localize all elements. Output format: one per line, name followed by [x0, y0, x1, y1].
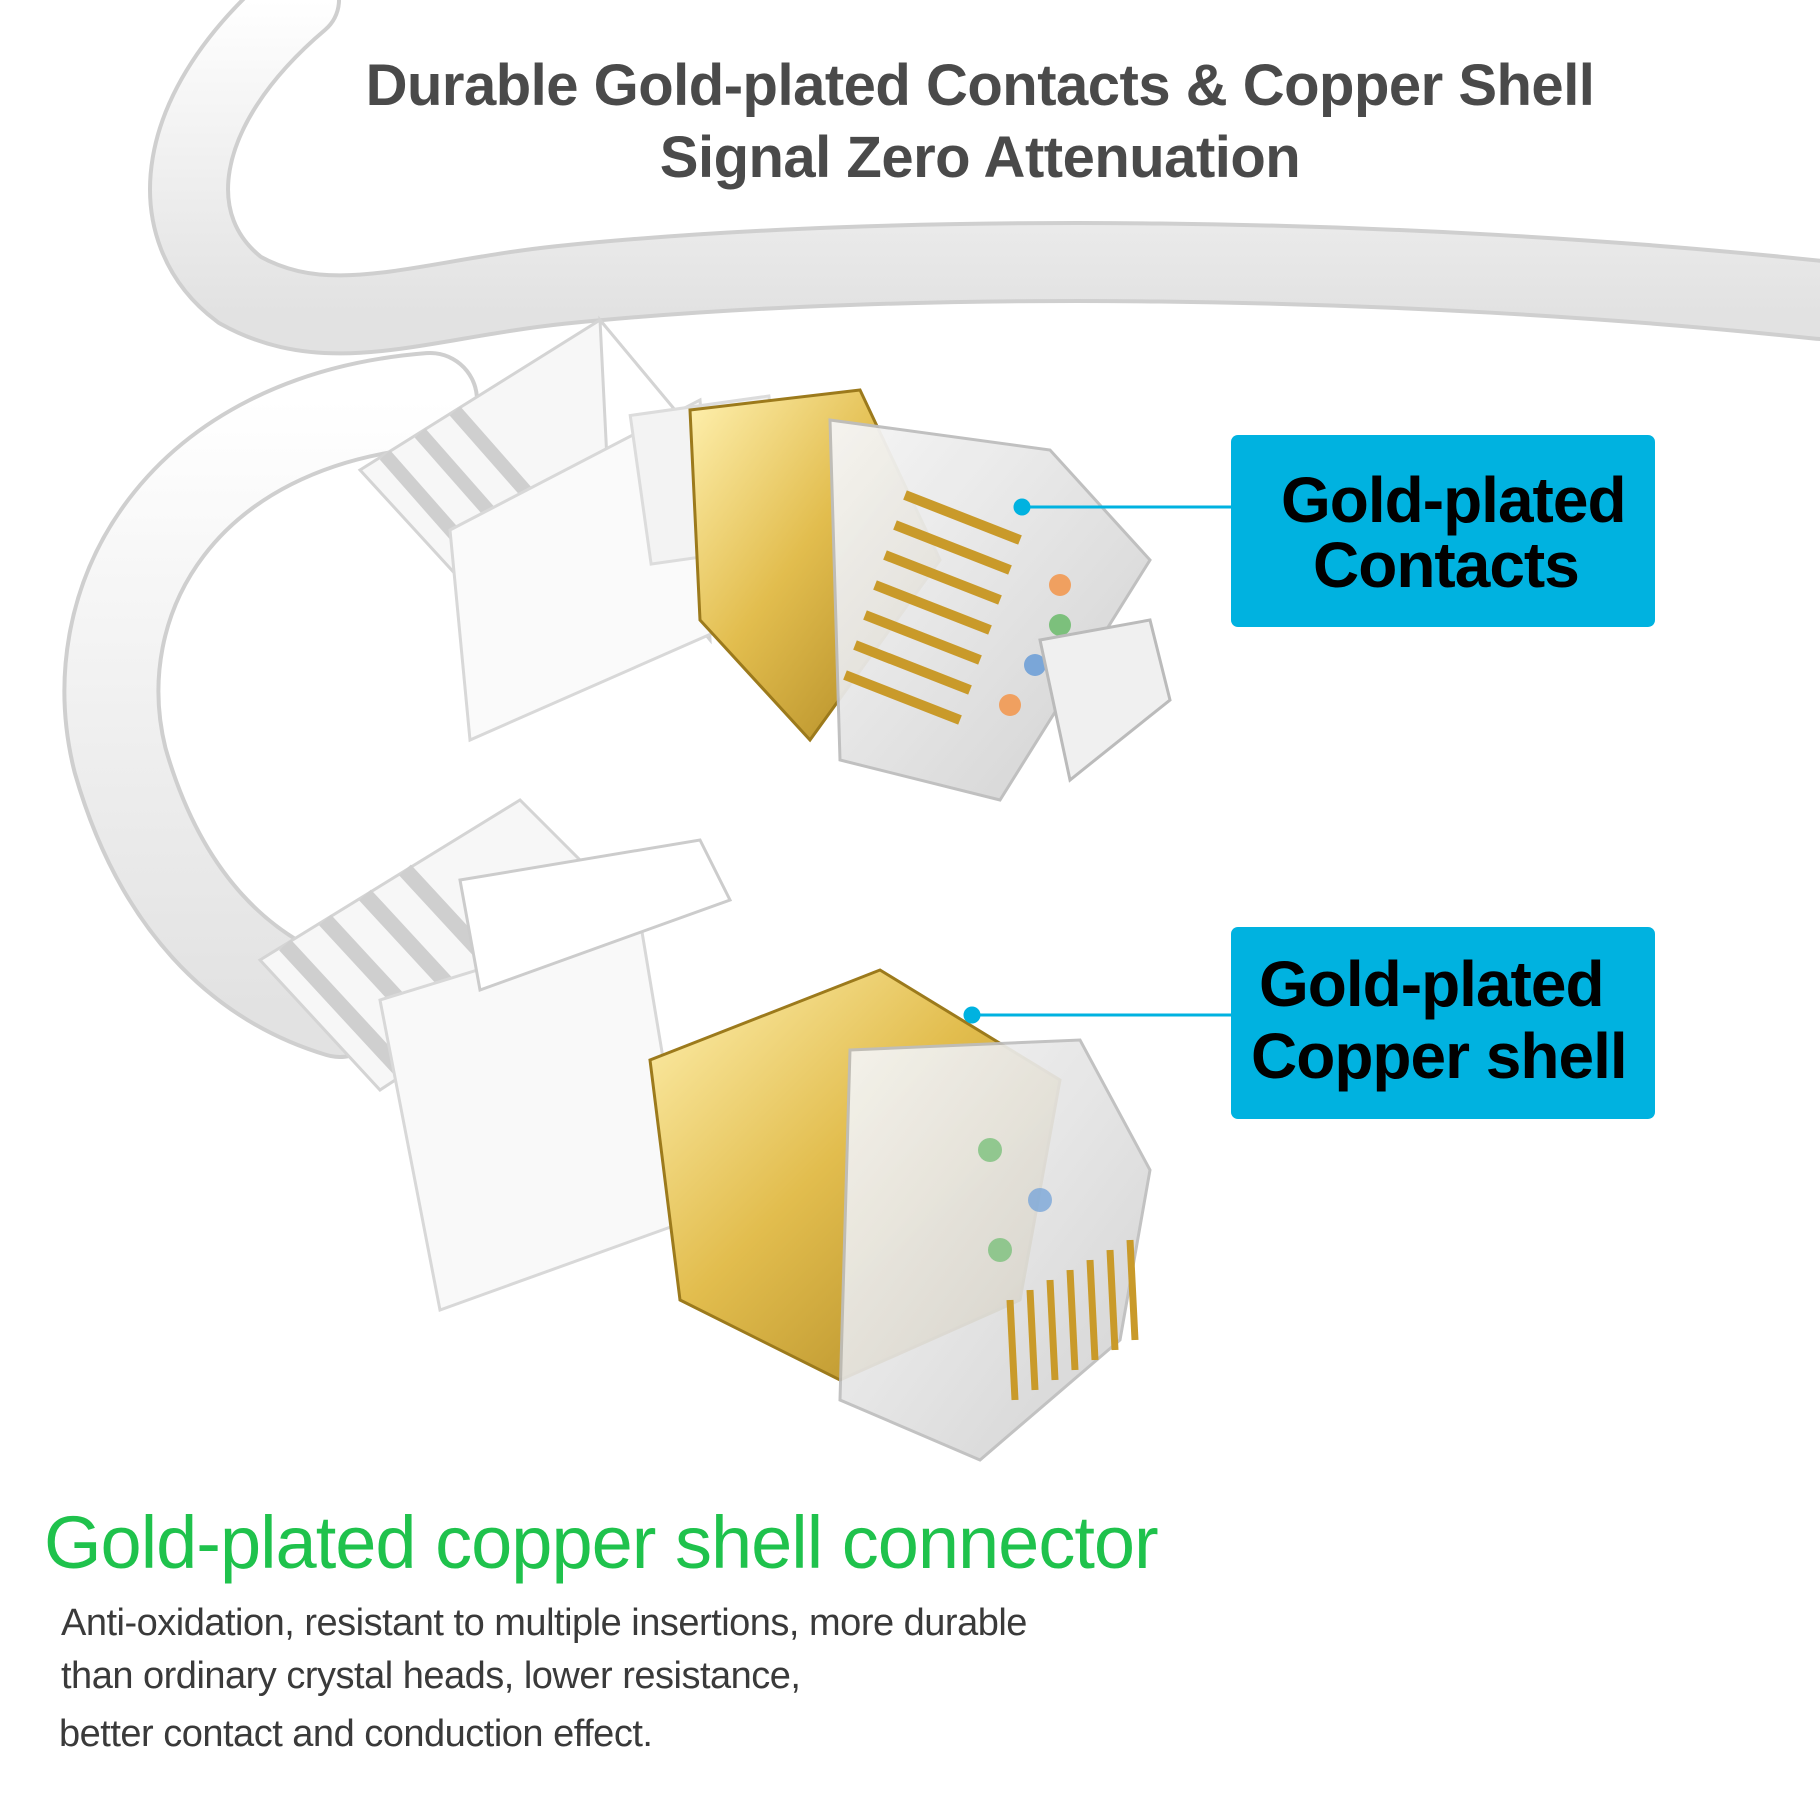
callout-gold-copper-shell: Gold-plated Copper shell	[1231, 927, 1655, 1119]
callout-contacts-line-1: Gold-plated	[1281, 464, 1627, 536]
callout-gold-contacts: Gold-plated Contacts	[1231, 435, 1655, 627]
headline-line-2: Signal Zero Attenuation	[659, 125, 1301, 190]
leader-lines	[963, 498, 1231, 1024]
feature-title: Gold-plated copper shell connector	[44, 1501, 1159, 1584]
feature-description-line-3: better contact and conduction effect.	[59, 1713, 653, 1755]
callout-shell-line-1: Gold-plated	[1259, 948, 1605, 1020]
lower-connector	[257, 798, 1152, 1462]
upper-connector	[357, 315, 1172, 802]
feature-description-line-1: Anti-oxidation, resistant to multiple in…	[61, 1602, 1027, 1644]
callout-contacts-line-2: Contacts	[1313, 529, 1580, 601]
callout-shell-line-2: Copper shell	[1251, 1020, 1628, 1092]
feature-description-line-2: than ordinary crystal heads, lower resis…	[61, 1655, 801, 1697]
flat-cable	[62, 0, 1820, 1059]
headline-line-1: Durable Gold-plated Contacts & Copper Sh…	[365, 53, 1595, 118]
